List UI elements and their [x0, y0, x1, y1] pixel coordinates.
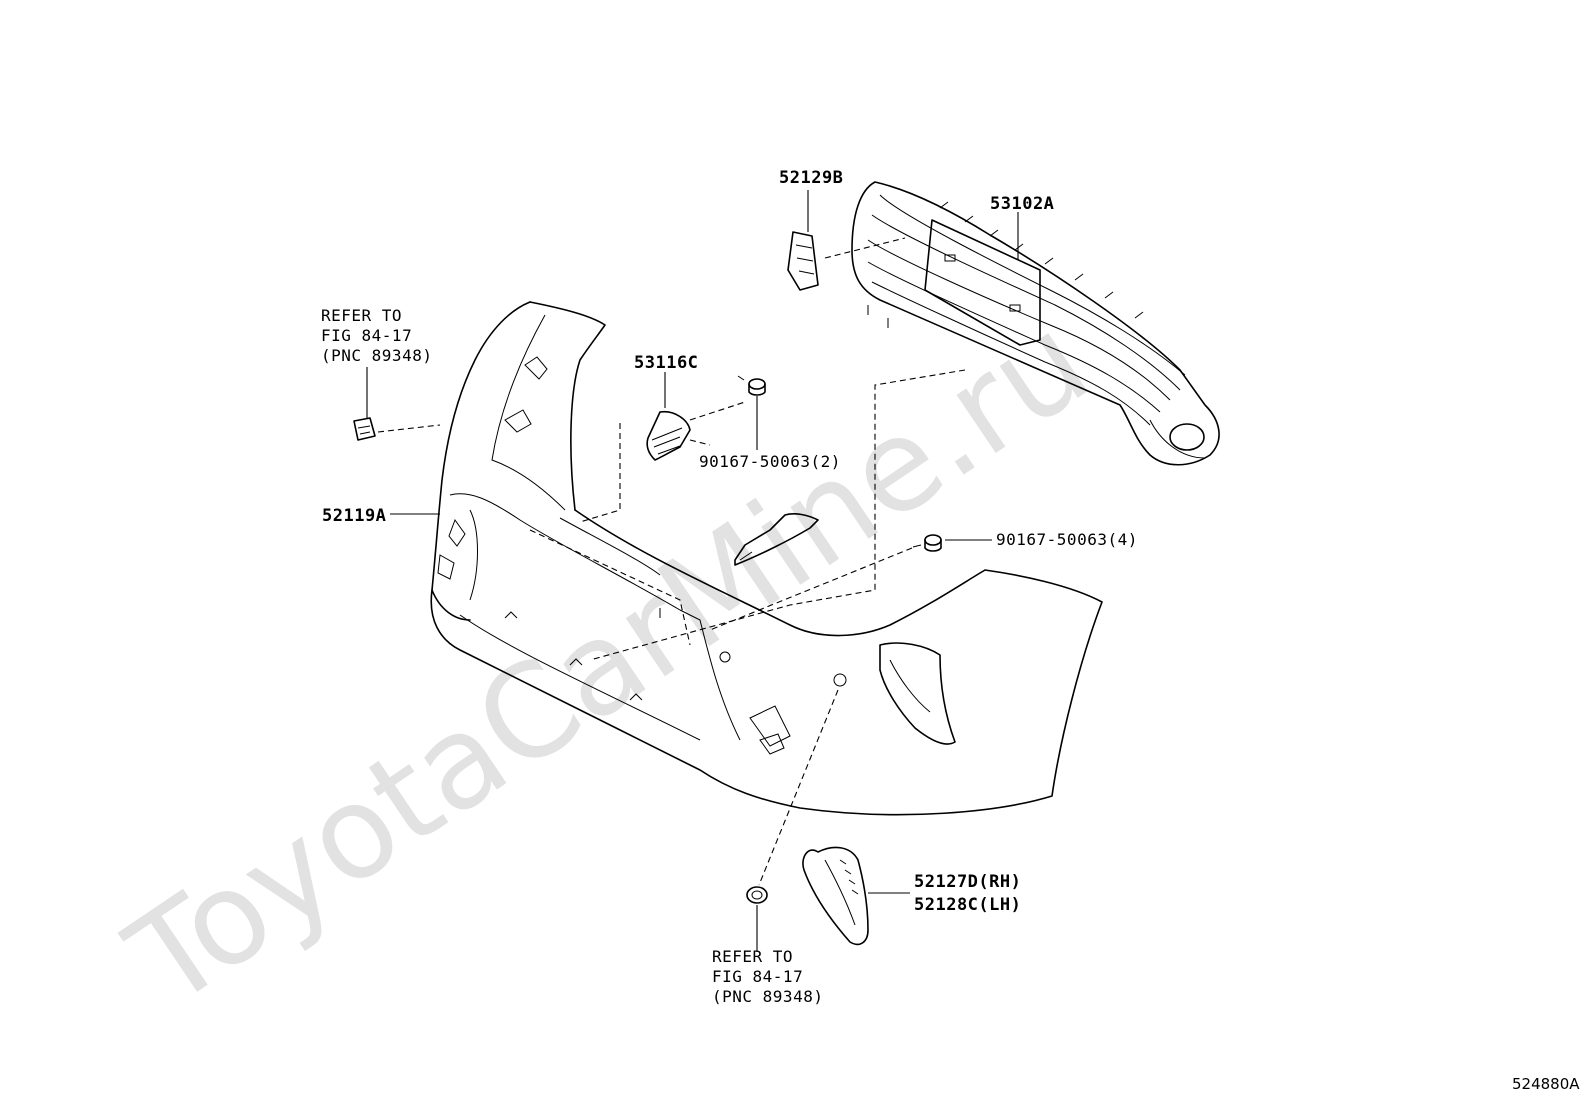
license-bracket-icon[interactable]: [787, 231, 819, 291]
refer-top-line2: FIG 84-17: [321, 326, 412, 345]
refer-bottom-line1: REFER TO: [712, 947, 793, 966]
label-53116c: 53116C: [634, 353, 698, 373]
diagram-id: 524880A: [1512, 1075, 1580, 1093]
refer-bottom-line2: FIG 84-17: [712, 967, 803, 986]
bolt-icon[interactable]: [737, 375, 766, 396]
label-52129b: 52129B: [779, 168, 843, 188]
label-52127d: 52127D(RH): [914, 872, 1021, 892]
label-52128c: 52128C(LH): [914, 895, 1021, 915]
bumper-cover-icon[interactable]: [430, 301, 1103, 816]
label-52119a: 52119A: [322, 506, 386, 526]
bolt-icon-b[interactable]: [912, 534, 942, 552]
label-bolt-a: 90167-50063(2): [699, 452, 841, 471]
watermark: ToyotaCarMine.ru: [103, 287, 1114, 1036]
refer-top-line1: REFER TO: [321, 306, 402, 325]
label-53102a: 53102A: [990, 194, 1054, 214]
retainer-clip-icon[interactable]: [746, 886, 768, 904]
lower-grille-icon[interactable]: [851, 181, 1220, 466]
clip-icon[interactable]: [353, 417, 376, 441]
refer-top-line3: (PNC 89348): [321, 346, 432, 365]
refer-bottom-line3: (PNC 89348): [712, 987, 823, 1006]
side-garnish-icon[interactable]: [802, 846, 869, 946]
grille-bracket-icon[interactable]: [646, 410, 691, 461]
label-bolt-b: 90167-50063(4): [996, 530, 1138, 549]
